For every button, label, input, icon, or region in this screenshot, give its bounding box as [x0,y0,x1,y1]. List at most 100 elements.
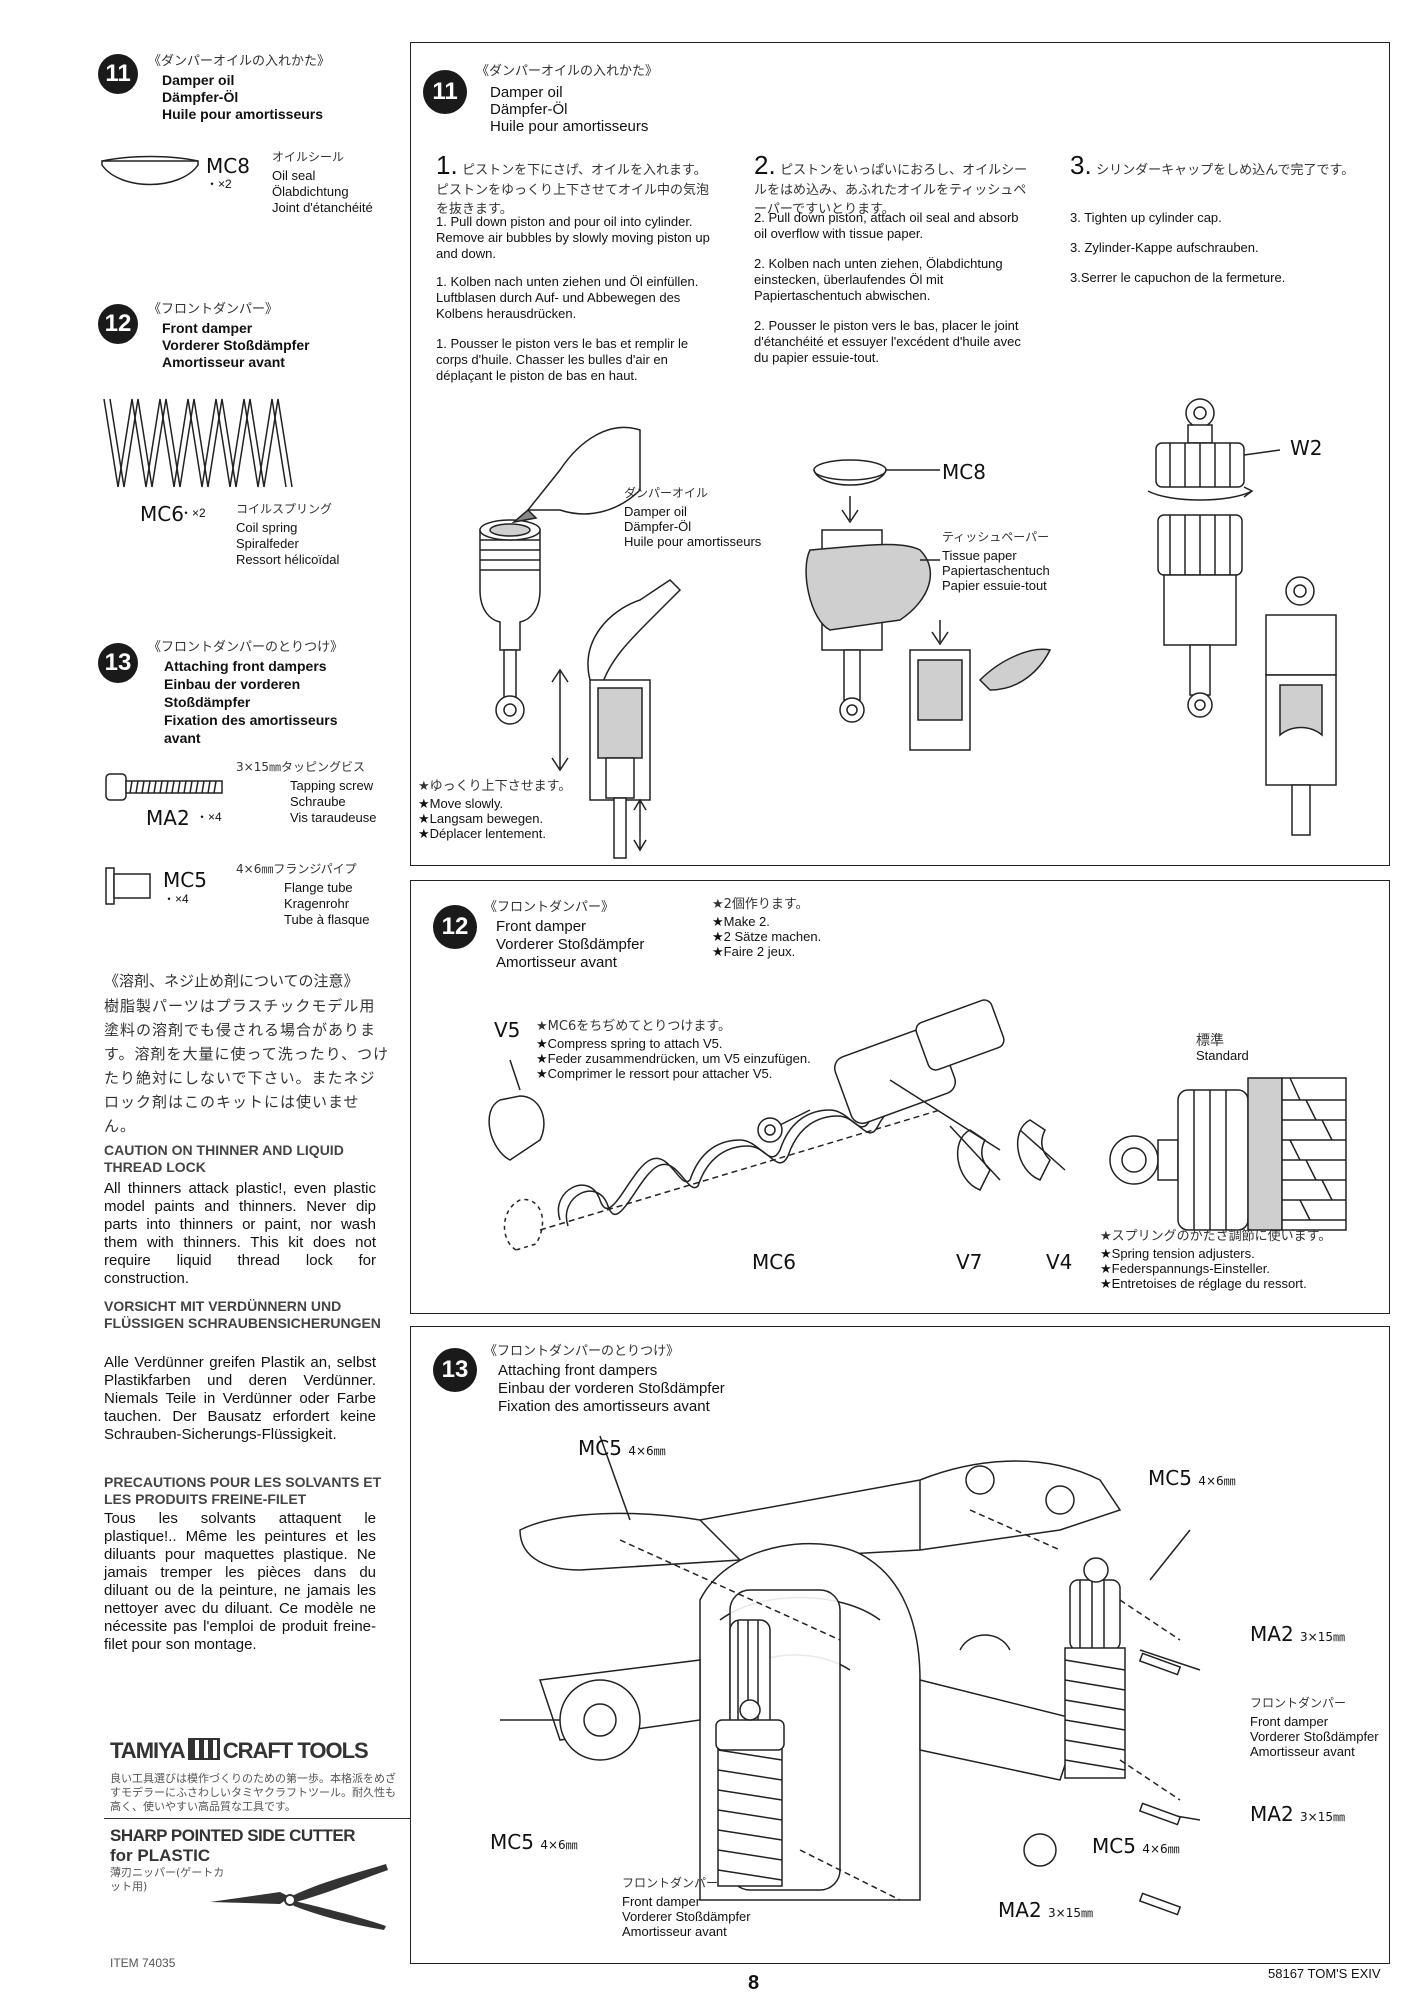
part-mc8-de: Ölabdichtung [272,184,349,199]
standard-jp: 標準 [1196,1033,1224,1049]
part-mc6-de: Spiralfeder [236,536,299,551]
fd-bottom-en: Front damper [622,1894,701,1909]
caution-title-de: VORSICHT MIT VERDÜNNERN UND FLÜSSIGEN SC… [104,1298,381,1331]
step-3-en: 3. Tighten up cylinder cap. [1070,210,1222,225]
part-mc8-en: Oil seal [272,168,316,183]
spring-adj-jp: ★スプリングのかたさ調節に使います。 [1100,1229,1332,1244]
ad-divider [104,1818,414,1819]
standard-damper-illustration [1109,1077,1347,1231]
cylinder-cutaway-illustration [587,579,682,859]
oil-filling-illustration [479,426,641,772]
model-number: 58167 TOM'S EXIV [1268,1966,1381,1981]
step-12-title-de: Vorderer Stoßdämpfer [162,337,310,353]
ad-item-number: ITEM 74035 [110,1956,176,1970]
tissue-label-de: Papiertaschentuch [942,563,1050,578]
part-mc5-en: Flange tube [284,880,353,895]
part-ma2-code: MA2 [146,806,190,830]
part-mc6-code: MC6 [140,502,184,526]
fd-bottom-jp: フロントダンパー [622,1876,719,1890]
box-12-title-de: Vorderer Stoßdämpfer [496,936,645,953]
coil-spring-illustration [103,398,293,488]
ad-tool-jp: 薄刃ニッパー(ゲートカット用) [110,1866,225,1893]
fd-right-jp: フロントダンパー [1250,1696,1347,1710]
flange-tube-illustration [105,867,151,905]
part-mc6-qty: ・×2 [180,506,206,520]
caution-title-fr: PRECAUTIONS POUR LES SOLVANTS ET LES PRO… [104,1474,382,1507]
slow-jp: ★ゆっくり上下させます。 [418,779,572,794]
ma2-callout-top: MA2 3×15㎜ [1250,1622,1345,1646]
box-13-title-de: Einbau der vorderen Stoßdämpfer [498,1380,725,1397]
caution-body-fr: Tous les solvants attaquent le plastique… [104,1510,376,1653]
step-2-text: 2. ピストンをいっぱいにおろし、オイルシールをはめ込み、あふれたオイルをティッ… [754,150,1028,217]
damper-spring-assembly-illustration [488,999,1066,1251]
box-11-title-de: Dämpfer-Öl [490,101,568,118]
ma2-callout-bottom: MA2 3×15㎜ [998,1898,1093,1922]
box-11-title-fr: Huile pour amortisseurs [490,118,649,135]
part-mc5-code: MC5 [163,868,207,892]
part-ma2-jp: 3×15㎜タッピングビス [236,760,365,774]
compress-fr: ★Comprimer le ressort pour attacher V5. [536,1066,773,1081]
tapping-screw-illustration [105,773,223,801]
chassis-damper-mounting-illustration [500,1435,1201,1916]
page-number: 8 [748,1972,760,1994]
step-12-title-jp: 《フロントダンパー》 [148,302,279,317]
oil-label-fr: Huile pour amortisseurs [624,534,762,549]
v4-callout: V4 [1046,1250,1073,1274]
standard-en: Standard [1196,1048,1249,1063]
part-mc5-de: Kragenrohr [284,896,350,911]
part-ma2-de: Schraube [290,794,346,809]
mc5-callout-top-left: MC5 4×6㎜ [578,1436,666,1460]
caution-title-en: CAUTION ON THINNER AND LIQUID THREAD LOC… [104,1142,344,1175]
spring-adj-en: ★Spring tension adjusters. [1100,1246,1255,1261]
part-mc5-fr: Tube à flasque [284,912,370,927]
slow-de: ★Langsam bewegen. [418,811,544,826]
step-11-badge: 11 [98,54,138,94]
mc5-callout-bottom-left: MC5 4×6㎜ [490,1830,578,1854]
step-3-de: 3. Zylinder-Kappe aufschrauben. [1070,240,1259,255]
box-12-title-en: Front damper [496,918,587,935]
box-13-badge: 13 [433,1348,477,1392]
part-mc6-en: Coil spring [236,520,298,535]
ad-tool-sub: for PLASTIC [110,1846,211,1865]
caution-body-en: All thinners attack plastic!, even plast… [104,1180,376,1287]
fd-bottom-fr: Amortisseur avant [622,1924,727,1939]
compress-de: ★Feder zusammendrücken, um V5 einzufügen… [536,1051,811,1066]
ad-jp-text: 良い工具選びは模作づくりのための第一歩。本格派をめざすモデラーにふさわしいタミヤ… [110,1772,396,1813]
step-12-title-en: Front damper [162,320,253,336]
step-11-title-de: Dämpfer-Öl [162,89,239,105]
tissue-label-en: Tissue paper [942,548,1017,563]
mc5-callout-bottom-right: MC5 4×6㎜ [1092,1834,1180,1858]
oil-label-de: Dämpfer-Öl [624,519,692,534]
step-2-en: 2. Pull down piston, attach oil seal and… [754,210,1019,241]
step-13-title-en: Attaching front dampers [164,658,327,674]
box-11-title-jp: 《ダンパーオイルの入れかた》 [476,64,659,79]
tissue-label-jp: ティッシュペーパー [942,530,1050,544]
step-12-badge: 12 [98,304,138,344]
part-mc5-qty: ・×4 [163,892,189,906]
caution-title-jp: 《溶剤、ネジ止め剤についての注意》 [104,972,359,990]
box-11-badge: 11 [423,70,467,114]
mc5-callout-top-right: MC5 4×6㎜ [1148,1466,1236,1490]
step-12-title-fr: Amortisseur avant [162,354,285,370]
side-cutter-icon [210,1864,388,1930]
fd-bottom-de: Vorderer Stoßdämpfer [622,1909,751,1924]
oil-label-en: Damper oil [624,504,687,519]
step-13-title-de2: Stoßdämpfer [164,694,251,710]
part-ma2-en: Tapping screw [290,778,374,793]
box-13-title-jp: 《フロントダンパーのとりつけ》 [484,1344,680,1359]
step-3-fr: 3.Serrer le capuchon de la fermeture. [1070,270,1286,285]
fd-right-de: Vorderer Stoßdämpfer [1250,1729,1379,1744]
part-mc8-fr: Joint d'étanchéité [272,200,373,215]
box-13-title-en: Attaching front dampers [498,1362,658,1379]
part-ma2-fr: Vis taraudeuse [290,810,377,825]
part-mc5-jp: 4×6㎜フランジパイプ [236,862,357,876]
step-11-title-jp: 《ダンパーオイルの入れかた》 [148,54,331,69]
mc8-callout: MC8 [942,460,986,484]
make-2-jp: ★2個作ります。 [712,897,809,912]
box-12-title-jp: 《フロントダンパー》 [484,900,615,915]
fd-right-en: Front damper [1250,1714,1329,1729]
step-13-title-fr1: Fixation des amortisseurs [164,712,338,728]
step-1-text: 1. ピストンを下にさげ、オイルを入れます。ピストンをゆっくり上下させてオイル中… [436,150,710,217]
spring-adj-fr: ★Entretoises de réglage du ressort. [1100,1276,1307,1291]
